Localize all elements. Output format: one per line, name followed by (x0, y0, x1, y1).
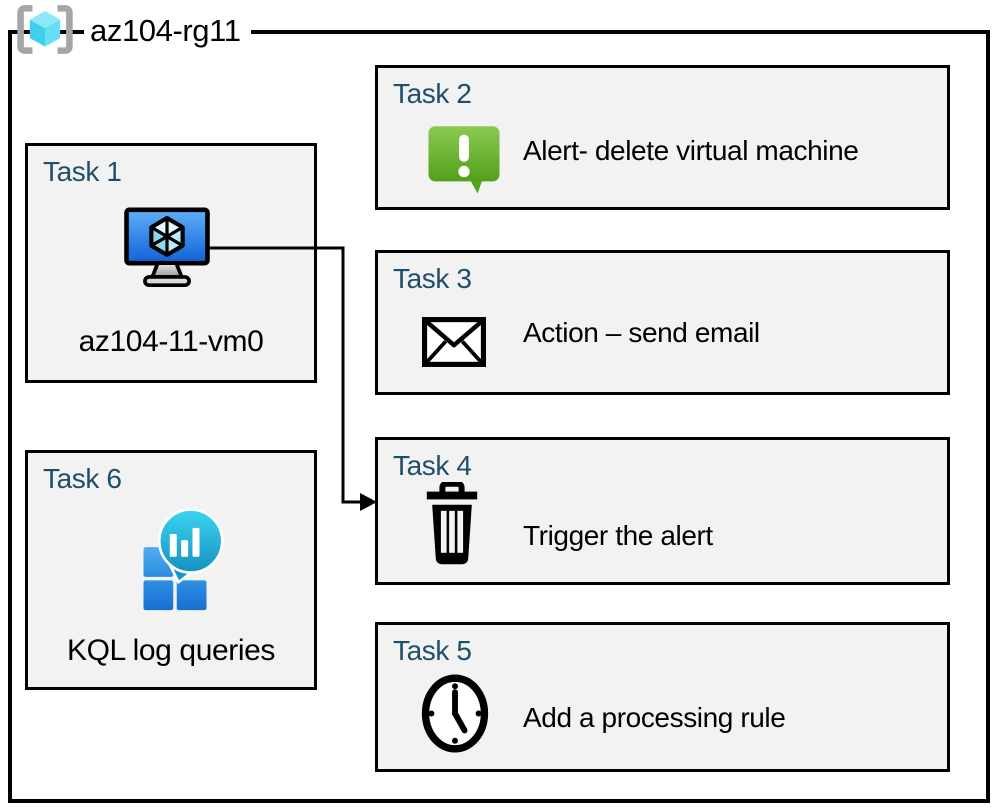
task-6-text: KQL log queries (66, 634, 275, 667)
resource-group-title: az104-rg11 (84, 11, 251, 51)
task-1-box: Task 1 az104 (25, 143, 317, 383)
trash-can-icon (422, 480, 482, 566)
task-4-box: Task 4 Trigger the alert (375, 437, 950, 585)
task-5-box: Task 5 Add a processing rule (375, 622, 950, 772)
alert-speech-bubble-icon (426, 124, 502, 195)
virtual-machine-icon (121, 206, 213, 289)
email-envelope-icon (422, 317, 486, 367)
task-4-text: Trigger the alert (523, 520, 713, 551)
task-1-heading: Task 1 (43, 156, 122, 187)
task-3-box: Task 3 Action – send email (375, 250, 950, 395)
task-5-heading: Task 5 (393, 635, 472, 666)
task-6-heading: Task 6 (43, 463, 122, 494)
task-2-heading: Task 2 (393, 78, 472, 109)
task-1-text: az104-11-vm0 (78, 325, 264, 358)
resource-group-icon (12, 3, 78, 61)
clock-icon (418, 673, 492, 754)
log-analytics-icon (126, 505, 231, 612)
task-3-text: Action – send email (523, 317, 760, 348)
task-3-heading: Task 3 (393, 263, 472, 294)
task-2-box: Task 2 Alert- delete virtual machine (375, 65, 950, 210)
resource-group-frame (8, 30, 990, 803)
task-6-box: Task 6 (25, 450, 317, 690)
task-4-heading: Task 4 (393, 450, 472, 481)
task-5-text: Add a processing rule (523, 702, 786, 733)
task-2-text: Alert- delete virtual machine (523, 135, 859, 166)
